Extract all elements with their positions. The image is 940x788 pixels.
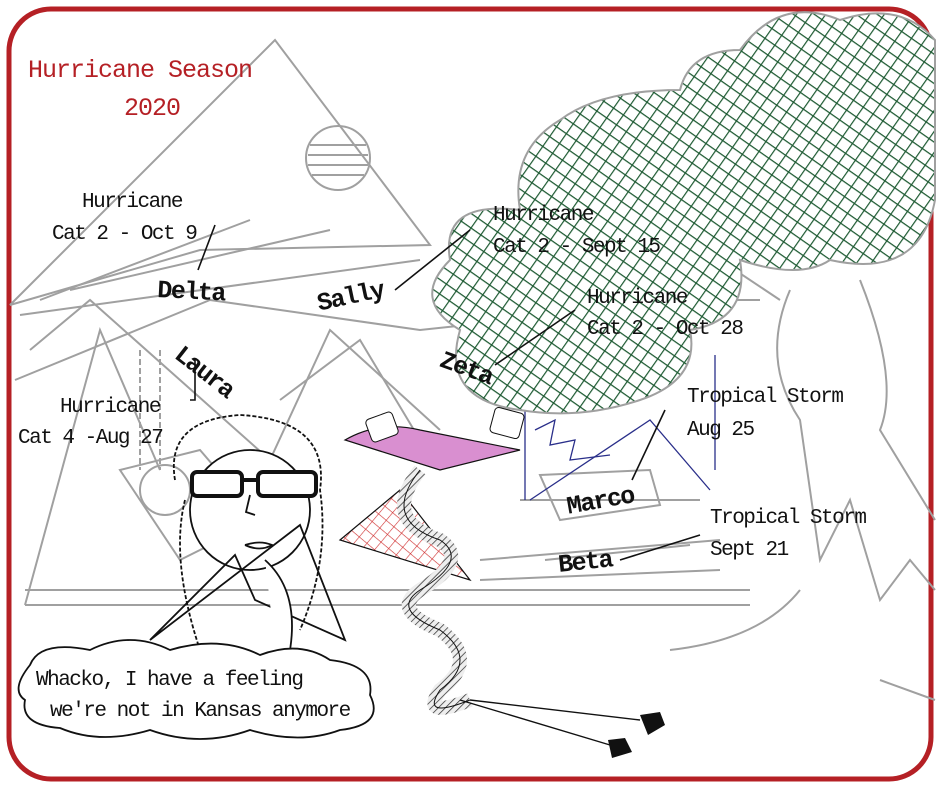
beta-name: Beta [556, 545, 614, 580]
marco-type: Tropical Storm [687, 386, 844, 409]
speech-line2: we're not in Kansas anymore [50, 700, 351, 723]
house-sketch [9, 38, 936, 701]
small-house-outline [524, 355, 716, 501]
beta-type: Tropical Storm [710, 507, 867, 530]
laura-detail: Cat 4 -Aug 27 [18, 427, 164, 450]
laura-type: Hurricane [60, 396, 161, 419]
beta-detail: Sept 21 [710, 539, 789, 562]
title-line2: 2020 [124, 94, 181, 123]
pointer-lines [190, 224, 701, 561]
delta-type: Hurricane [82, 191, 183, 214]
frame-border [6, 6, 934, 782]
sally-type: Hurricane [493, 204, 594, 227]
speech-bubble [17, 639, 375, 740]
tornado-ribbon [338, 406, 665, 758]
speech-line1: Whacko, I have a feeling [36, 669, 304, 692]
woman-character [149, 414, 347, 691]
title-line1: Hurricane Season [28, 56, 253, 85]
delta-detail: Cat 2 - Oct 9 [52, 223, 198, 246]
sally-detail: Cat 2 - Sept 15 [493, 236, 661, 259]
zeta-type: Hurricane [587, 287, 688, 310]
tree-canopy [431, 11, 936, 415]
marco-detail: Aug 25 [687, 419, 755, 442]
delta-name: Delta [156, 276, 226, 309]
zeta-detail: Cat 2 - Oct 28 [587, 318, 744, 341]
